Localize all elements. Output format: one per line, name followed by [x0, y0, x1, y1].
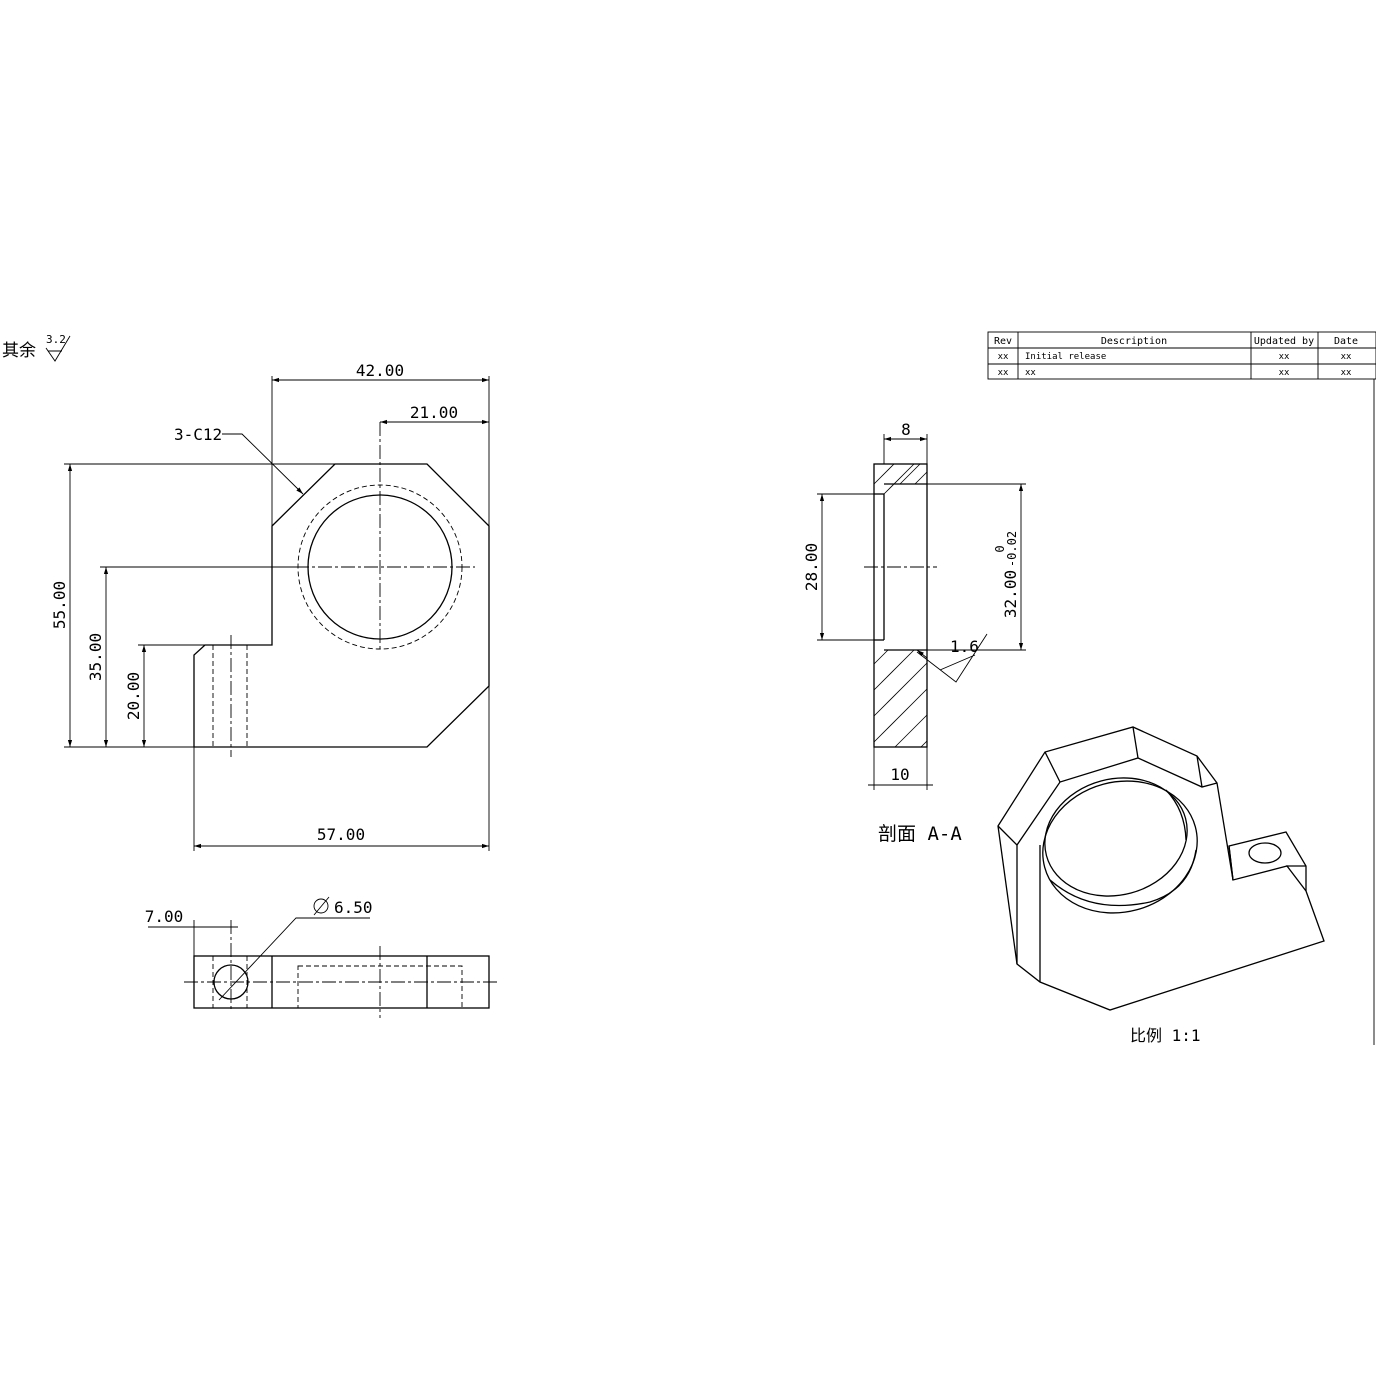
- rev-row2-rev: xx: [998, 368, 1009, 378]
- rev-header-updated-by: Updated by: [1254, 336, 1314, 347]
- rev-row2-updated-by: xx: [1279, 368, 1290, 378]
- front-view: 42.00 21.00 3-C12 55.00 35.00 20.00 57.0…: [50, 361, 490, 851]
- dim-hole-offset: 7.00: [145, 907, 184, 926]
- dim-tab-height: 20.00: [124, 672, 143, 720]
- dim-seat: 32.00: [1001, 570, 1020, 618]
- front-view-outline: [193, 463, 490, 748]
- dim-width-total: 57.00: [317, 825, 365, 844]
- iso-view: 比例 1:1: [997, 726, 1325, 1045]
- rev-header-description: Description: [1101, 336, 1167, 347]
- rev-row2-date: xx: [1341, 368, 1352, 378]
- rev-row1-description: Initial release: [1025, 352, 1106, 362]
- top-view: 7.00 6.50: [145, 896, 499, 1018]
- section-outline: [873, 463, 928, 748]
- roughness-value: 3.2: [46, 333, 66, 346]
- iso-bore-inner: [1044, 777, 1188, 897]
- roughness-note: 其余 3.2: [2, 333, 71, 362]
- dim-seat-tol-lower: -0.02: [1005, 531, 1019, 567]
- section-view: 8 28.00 32.00 0 -0.02 1.6 10 剖面 A-A: [802, 420, 1026, 845]
- iso-tab-hole: [1248, 842, 1282, 864]
- revision-table: Rev Description Updated by Date xx Initi…: [987, 331, 1376, 1045]
- finish-symbol-icon: [916, 633, 988, 683]
- roughness-symbol-icon: [45, 335, 71, 362]
- rev-row1-rev: xx: [998, 352, 1009, 362]
- rev-row1-updated-by: xx: [1279, 352, 1290, 362]
- rev-row2-description: xx: [1025, 368, 1036, 378]
- iso-outer-face: [997, 726, 1325, 1011]
- iso-bore-outer: [1042, 780, 1198, 914]
- section-label: 剖面 A-A: [878, 823, 962, 845]
- dim-seat-tol-upper: 0: [993, 545, 1007, 552]
- dim-bore: 28.00: [802, 543, 821, 591]
- rev-header-rev: Rev: [994, 336, 1012, 347]
- dim-finish: 1.6: [950, 637, 979, 656]
- dim-thickness: 10: [890, 765, 909, 784]
- rev-row1-date: xx: [1341, 352, 1352, 362]
- dim-lip: 8: [901, 420, 911, 439]
- scale-label: 比例 1:1: [1130, 1026, 1201, 1045]
- dim-chamfer: 3-C12: [174, 425, 222, 444]
- section-hatch-bottom: [873, 649, 928, 748]
- dim-height: 55.00: [50, 581, 69, 629]
- dim-to-center: 21.00: [410, 403, 458, 422]
- dim-hole-dia: 6.50: [334, 898, 373, 917]
- dim-center-height: 35.00: [86, 633, 105, 681]
- rev-header-date: Date: [1334, 336, 1358, 347]
- section-hatch-top: [873, 463, 928, 495]
- dim-width-top: 42.00: [356, 361, 404, 380]
- roughness-label: 其余: [2, 341, 36, 361]
